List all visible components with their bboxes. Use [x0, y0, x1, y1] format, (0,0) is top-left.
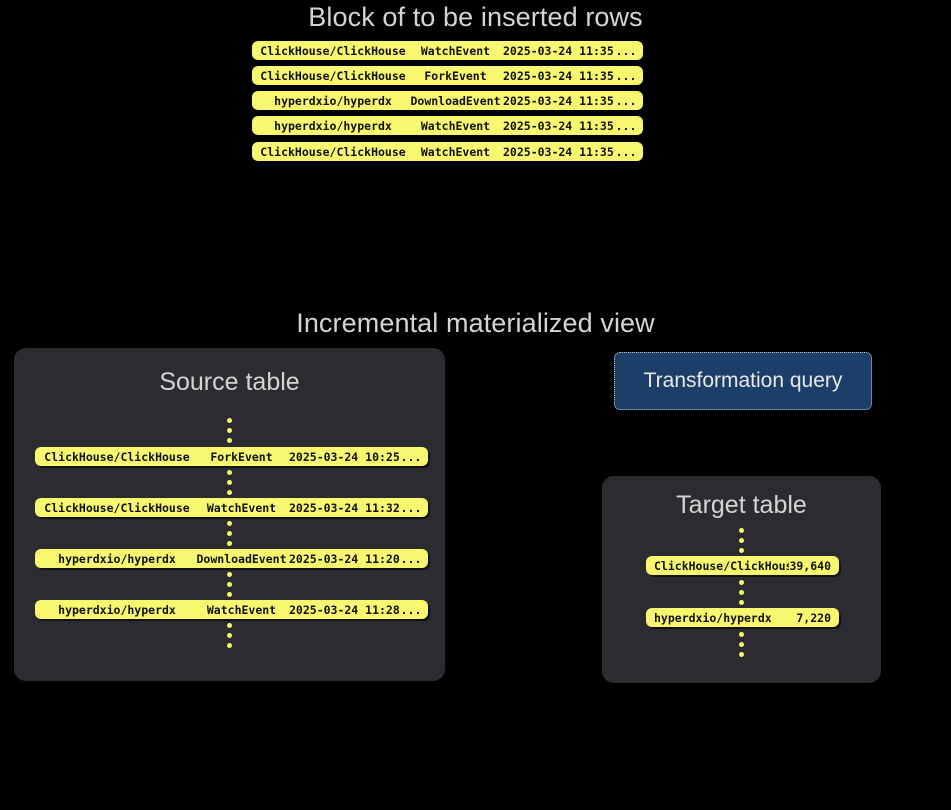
vertical-ellipsis-icon — [226, 623, 232, 648]
block-heading-text: Block of to be inserted rows — [308, 2, 643, 32]
source-table-card: Source table ClickHouse/ClickHouse ForkE… — [14, 348, 445, 681]
source-table-row: ClickHouse/ClickHouse WatchEvent 2025-03… — [35, 498, 428, 517]
target-table-row: ClickHouse/ClickHouse 39,640 — [646, 556, 839, 575]
row-ellipsis: ... — [400, 602, 422, 617]
row-timestamp: 2025-03-24 11:35:52 — [503, 118, 615, 133]
row-event: WatchEvent — [206, 602, 277, 617]
vertical-ellipsis-icon — [738, 632, 744, 657]
row-repo: hyperdxio/hyperdx — [274, 93, 392, 108]
row-ellipsis: ... — [615, 93, 637, 108]
row-repo: hyperdxio/hyperdx — [654, 610, 772, 625]
target-table-card: Target table ClickHouse/ClickHouse 39,64… — [602, 476, 881, 683]
row-event: WatchEvent — [206, 500, 277, 515]
row-timestamp: 2025-03-24 11:35:40 — [503, 43, 615, 58]
row-ellipsis: ... — [400, 500, 422, 515]
row-repo: ClickHouse/ClickHouse — [44, 449, 190, 464]
row-timestamp: 2025-03-24 11:28:32 — [289, 602, 399, 617]
vertical-ellipsis-icon — [738, 580, 744, 605]
row-timestamp: 2025-03-24 11:35:48 — [503, 93, 615, 108]
row-timestamp: 2025-03-24 11:32:54 — [289, 500, 399, 515]
vertical-ellipsis-icon — [738, 528, 744, 553]
row-event: DownloadEvent — [410, 93, 501, 108]
row-repo: hyperdxio/hyperdx — [58, 551, 176, 566]
row-ellipsis: ... — [400, 449, 422, 464]
row-ellipsis: ... — [615, 43, 637, 58]
row-ellipsis: ... — [615, 118, 637, 133]
row-count: 7,220 — [796, 610, 831, 625]
row-ellipsis: ... — [615, 68, 637, 83]
source-table-row: hyperdxio/hyperdx WatchEvent 2025-03-24 … — [35, 600, 428, 619]
block-row: hyperdxio/hyperdx WatchEvent 2025-03-24 … — [252, 116, 643, 135]
vertical-ellipsis-icon — [226, 572, 232, 597]
vertical-ellipsis-icon — [226, 521, 232, 546]
row-timestamp: 2025-03-24 11:35:44 — [503, 68, 615, 83]
block-row: ClickHouse/ClickHouse WatchEvent 2025-03… — [252, 41, 643, 60]
row-repo: ClickHouse/ClickHouse — [260, 144, 406, 159]
vertical-ellipsis-icon — [226, 470, 232, 495]
row-repo: ClickHouse/ClickHouse — [260, 43, 406, 58]
row-ellipsis: ... — [615, 144, 637, 159]
row-event: DownloadEvent — [196, 551, 287, 566]
block-heading: Block of to be inserted rows — [0, 2, 951, 33]
target-table-title: Target table — [676, 491, 807, 519]
row-timestamp: 2025-03-24 11:35:54 — [503, 144, 615, 159]
row-event: WatchEvent — [420, 118, 491, 133]
block-row: ClickHouse/ClickHouse WatchEvent 2025-03… — [252, 142, 643, 161]
row-timestamp: 2025-03-24 10:25:00 — [289, 449, 399, 464]
row-repo: hyperdxio/hyperdx — [58, 602, 176, 617]
row-event: ForkEvent — [210, 449, 273, 464]
materialized-view-heading: Incremental materialized view — [0, 308, 951, 339]
vertical-ellipsis-icon — [226, 418, 232, 443]
block-row: hyperdxio/hyperdx DownloadEvent 2025-03-… — [252, 91, 643, 110]
row-ellipsis: ... — [400, 551, 422, 566]
transformation-query-label: Transformation query — [643, 369, 843, 392]
row-repo: ClickHouse/ClickHouse — [44, 500, 190, 515]
row-event: WatchEvent — [420, 144, 491, 159]
row-timestamp: 2025-03-24 11:20:12 — [289, 551, 399, 566]
row-event: ForkEvent — [424, 68, 487, 83]
materialized-view-heading-text: Incremental materialized view — [296, 308, 655, 338]
source-table-row: hyperdxio/hyperdx DownloadEvent 2025-03-… — [35, 549, 428, 568]
row-repo: hyperdxio/hyperdx — [274, 118, 392, 133]
row-repo: ClickHouse/ClickHouse — [260, 68, 406, 83]
source-table-title: Source table — [159, 368, 300, 396]
target-table-row: hyperdxio/hyperdx 7,220 — [646, 608, 839, 627]
row-repo: ClickHouse/ClickHouse — [654, 558, 790, 573]
row-count: 39,640 — [789, 558, 831, 573]
block-row: ClickHouse/ClickHouse ForkEvent 2025-03-… — [252, 66, 643, 85]
row-event: WatchEvent — [420, 43, 491, 58]
transformation-query-box[interactable]: Transformation query — [614, 352, 872, 410]
source-table-row: ClickHouse/ClickHouse ForkEvent 2025-03-… — [35, 447, 428, 466]
